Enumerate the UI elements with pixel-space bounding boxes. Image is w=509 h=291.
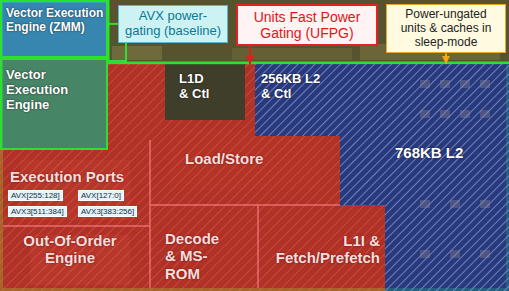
unit-tag: AVX[255:128] <box>8 190 63 201</box>
callout-box: Units Fast Power Gating (UFPG) <box>236 4 378 46</box>
callout-box: Power-ungated units & caches in sleep-mo… <box>386 4 506 53</box>
leader-arrow <box>249 46 251 64</box>
label-slot: 768KB L2 <box>395 144 505 161</box>
unit-label: Decode & MS-ROM <box>165 230 227 282</box>
leader-line <box>108 23 118 25</box>
unit-tag-text: AVX[255:128] <box>11 191 60 200</box>
callout-text: AVX power-gating (baseline) <box>123 9 223 39</box>
region-shape <box>255 64 340 136</box>
unit-label: Out-Of-Order Engine <box>14 232 126 267</box>
cache-region: 256KB L2 & Ctl <box>255 64 340 136</box>
label-slot: Load/Store <box>185 150 285 167</box>
label-slot: Vector Execution Engine (ZMM) <box>6 7 106 35</box>
region-label: 256KB L2 & Ctl <box>261 72 329 102</box>
region-label: 768KB L2 <box>395 144 505 161</box>
unit-label: Execution Ports <box>10 168 142 185</box>
die-block <box>112 46 162 60</box>
label-slot: L1I & Fetch/Prefetch <box>264 232 380 267</box>
unit-tag-text: AVX3[511:384] <box>11 207 64 216</box>
label-slot: Out-Of-Order Engine <box>14 232 126 267</box>
leader-arrow <box>445 53 447 64</box>
callout-text: Units Fast Power Gating (UFPG) <box>242 9 372 41</box>
callout-text: Power-ungated units & caches in sleep-mo… <box>391 8 501 49</box>
label-slot: 256KB L2 & Ctl <box>261 72 329 102</box>
vector-region: Vector Execution Engine <box>0 58 108 150</box>
label-slot: Execution Ports <box>10 168 142 185</box>
unit-label: Load/Store <box>185 150 285 167</box>
unit-tag: AVX3[511:384] <box>8 206 67 217</box>
unit-tag-text: AVX3[383:256] <box>81 207 134 216</box>
callout-box: AVX power-gating (baseline) <box>118 5 228 43</box>
label-slot: Vector Execution Engine <box>6 68 106 113</box>
unit-label: L1I & Fetch/Prefetch <box>264 232 380 267</box>
die-strip <box>108 0 509 64</box>
unit-tag-text: AVX[127:0] <box>81 191 121 200</box>
region-shape <box>0 64 385 291</box>
leader-line <box>108 43 126 61</box>
unit-tag: AVX[127:0] <box>78 190 124 201</box>
unit-tag: AVX3[383:256] <box>78 206 137 217</box>
label-slot: Decode & MS-ROM <box>165 230 227 282</box>
vector-region: Vector Execution Engine (ZMM) <box>0 0 108 58</box>
region-label: L1D & Ctl <box>179 72 214 102</box>
label-slot: L1D & Ctl <box>179 72 214 102</box>
region-label: Vector Execution Engine <box>6 68 106 113</box>
region-label: Vector Execution Engine (ZMM) <box>6 7 106 35</box>
cache-region: L1D & Ctl <box>165 64 245 120</box>
